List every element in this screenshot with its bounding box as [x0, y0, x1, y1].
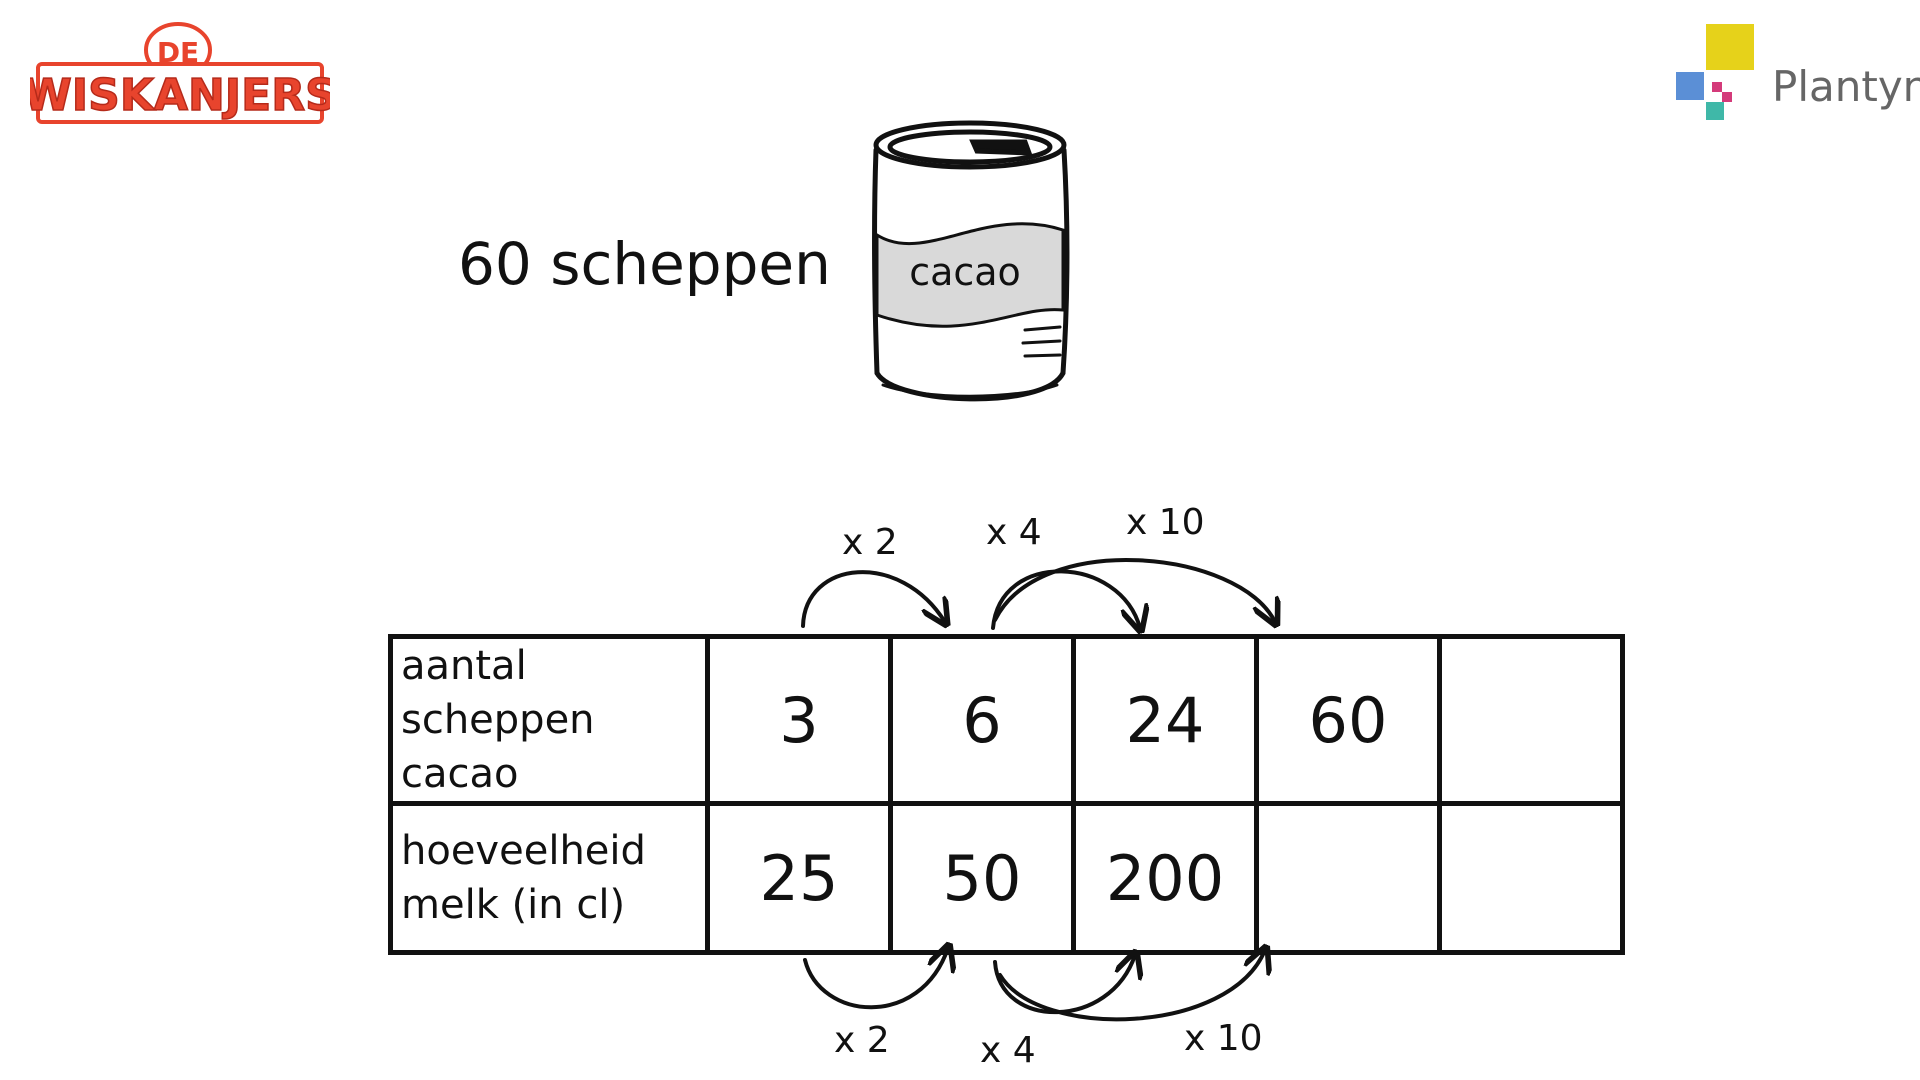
- top-arrow-x2: [801, 570, 945, 626]
- bottom-arrow-x2: [803, 948, 948, 1010]
- bottom-arrow-x4: [993, 955, 1135, 1015]
- row-header-milk: hoeveelheid melk (in cl): [388, 801, 710, 955]
- table-cell: 24: [1071, 634, 1259, 806]
- top-operator-x2: x 2: [842, 522, 898, 563]
- table-cell: 200: [1071, 801, 1259, 955]
- ratio-table: aantal scheppen cacao 3 6 24 60 hoeveelh…: [388, 634, 1625, 955]
- table-cell-empty: [1254, 801, 1442, 955]
- plantyn-wordmark: Plantyn: [1772, 62, 1920, 111]
- bottom-operator-x4: x 4: [980, 1030, 1036, 1071]
- table-cell-empty: [1437, 634, 1625, 806]
- table-cell: 6: [888, 634, 1076, 806]
- can-label: cacao: [909, 250, 1021, 294]
- cacao-can-illustration: cacao: [865, 115, 1075, 415]
- scoops-label: 60 scheppen: [458, 230, 831, 298]
- row-header-scoops: aantal scheppen cacao: [388, 634, 710, 806]
- table-row-scoops: aantal scheppen cacao 3 6 24 60: [388, 634, 1625, 806]
- table-cell-empty: [1437, 801, 1625, 955]
- top-arrow-x4: [991, 569, 1140, 628]
- bottom-operator-x2: x 2: [834, 1020, 890, 1061]
- bottom-arrow-x10: [998, 950, 1265, 1022]
- top-operator-x4: x 4: [986, 512, 1042, 553]
- table-cell: 25: [705, 801, 893, 955]
- top-operator-x10: x 10: [1126, 502, 1205, 543]
- table-cell: 60: [1254, 634, 1442, 806]
- wiskanjers-logo: DE WISKANJERS: [22, 20, 338, 130]
- table-cell: 50: [888, 801, 1076, 955]
- table-cell: 3: [705, 634, 893, 806]
- bottom-operator-x10: x 10: [1184, 1018, 1263, 1059]
- top-arrow-x10: [993, 558, 1275, 622]
- plantyn-logo: Plantyn: [1676, 24, 1920, 124]
- table-row-milk: hoeveelheid melk (in cl) 25 50 200: [388, 801, 1625, 955]
- svg-text:WISKANJERS: WISKANJERS: [30, 70, 330, 121]
